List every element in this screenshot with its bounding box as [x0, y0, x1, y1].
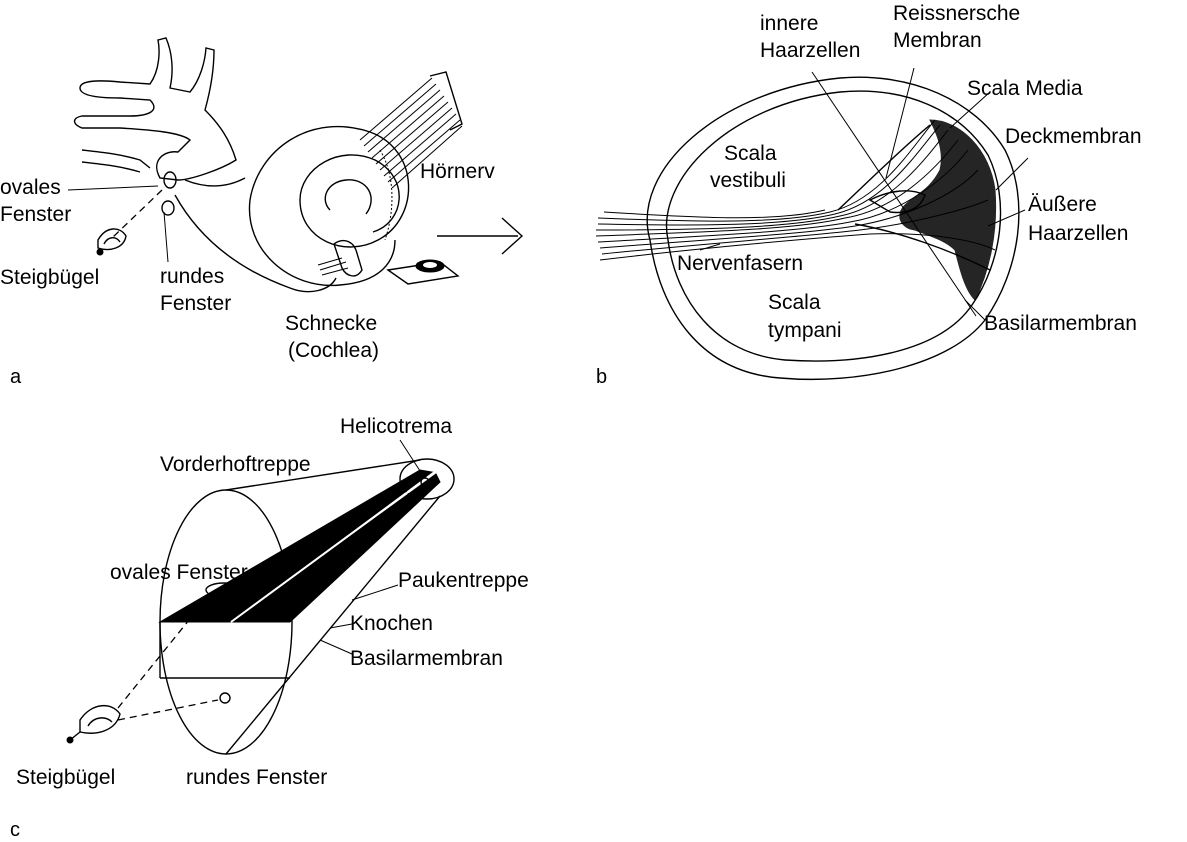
label-paukentreppe: Paukentreppe [398, 569, 529, 592]
label-scala-vestibuli-2: vestibuli [710, 169, 786, 192]
label-scala-media: Scala Media [967, 77, 1083, 100]
panel-letter-b: b [596, 366, 607, 388]
round-window [220, 693, 230, 703]
label-aeussere-haarzellen-2: Haarzellen [1028, 222, 1128, 245]
label-steigbuegel-c: Steigbügel [16, 766, 115, 789]
stapes-icon-c [80, 706, 120, 734]
label-basilarmembran-c: Basilarmembran [350, 647, 503, 670]
label-scala-tympani-1: Scala [768, 291, 821, 314]
label-rundes-fenster-a-2: Fenster [160, 292, 231, 315]
stapes-icon-a [98, 229, 126, 250]
label-deckmembran: Deckmembran [1005, 125, 1142, 148]
label-helicotrema: Helicotrema [340, 415, 452, 438]
label-innere-haarzellen-2: Haarzellen [760, 39, 860, 62]
label-scala-vestibuli-1: Scala [724, 142, 777, 165]
label-schnecke-1: Schnecke [285, 312, 377, 335]
semicircular-canals [75, 38, 237, 180]
label-scala-tympani-2: tympani [768, 319, 842, 342]
label-reissnersche-membran-2: Membran [893, 29, 982, 52]
label-knochen: Knochen [350, 612, 433, 635]
label-nervenfasern: Nervenfasern [677, 252, 803, 275]
label-ovales-fenster-a-1: ovales [0, 176, 61, 199]
label-basilarmembran-b: Basilarmembran [984, 312, 1137, 335]
label-ovales-fenster-c: ovales Fenster [110, 561, 248, 584]
label-rundes-fenster-a-1: rundes [160, 265, 224, 288]
panel-letter-c: c [10, 819, 20, 841]
label-aeussere-haarzellen-1: Äußere [1028, 193, 1097, 216]
label-schnecke-2: (Cochlea) [288, 339, 379, 362]
label-innere-haarzellen-1: innere [760, 12, 818, 35]
label-ovales-fenster-a-2: Fenster [0, 203, 71, 226]
panel-letter-a: a [10, 366, 22, 388]
label-hoernerv: Hörnerv [420, 160, 495, 183]
label-steigbuegel-a: Steigbügel [0, 266, 99, 289]
panel-c-uncoiled-cochlea [67, 459, 454, 754]
label-vorderhoftreppe: Vorderhoftreppe [160, 453, 311, 476]
label-rundes-fenster-c: rundes Fenster [186, 766, 327, 789]
scala-tympani-wedge [232, 474, 440, 622]
label-reissnersche-membran-1: Reissnersche [893, 2, 1020, 25]
